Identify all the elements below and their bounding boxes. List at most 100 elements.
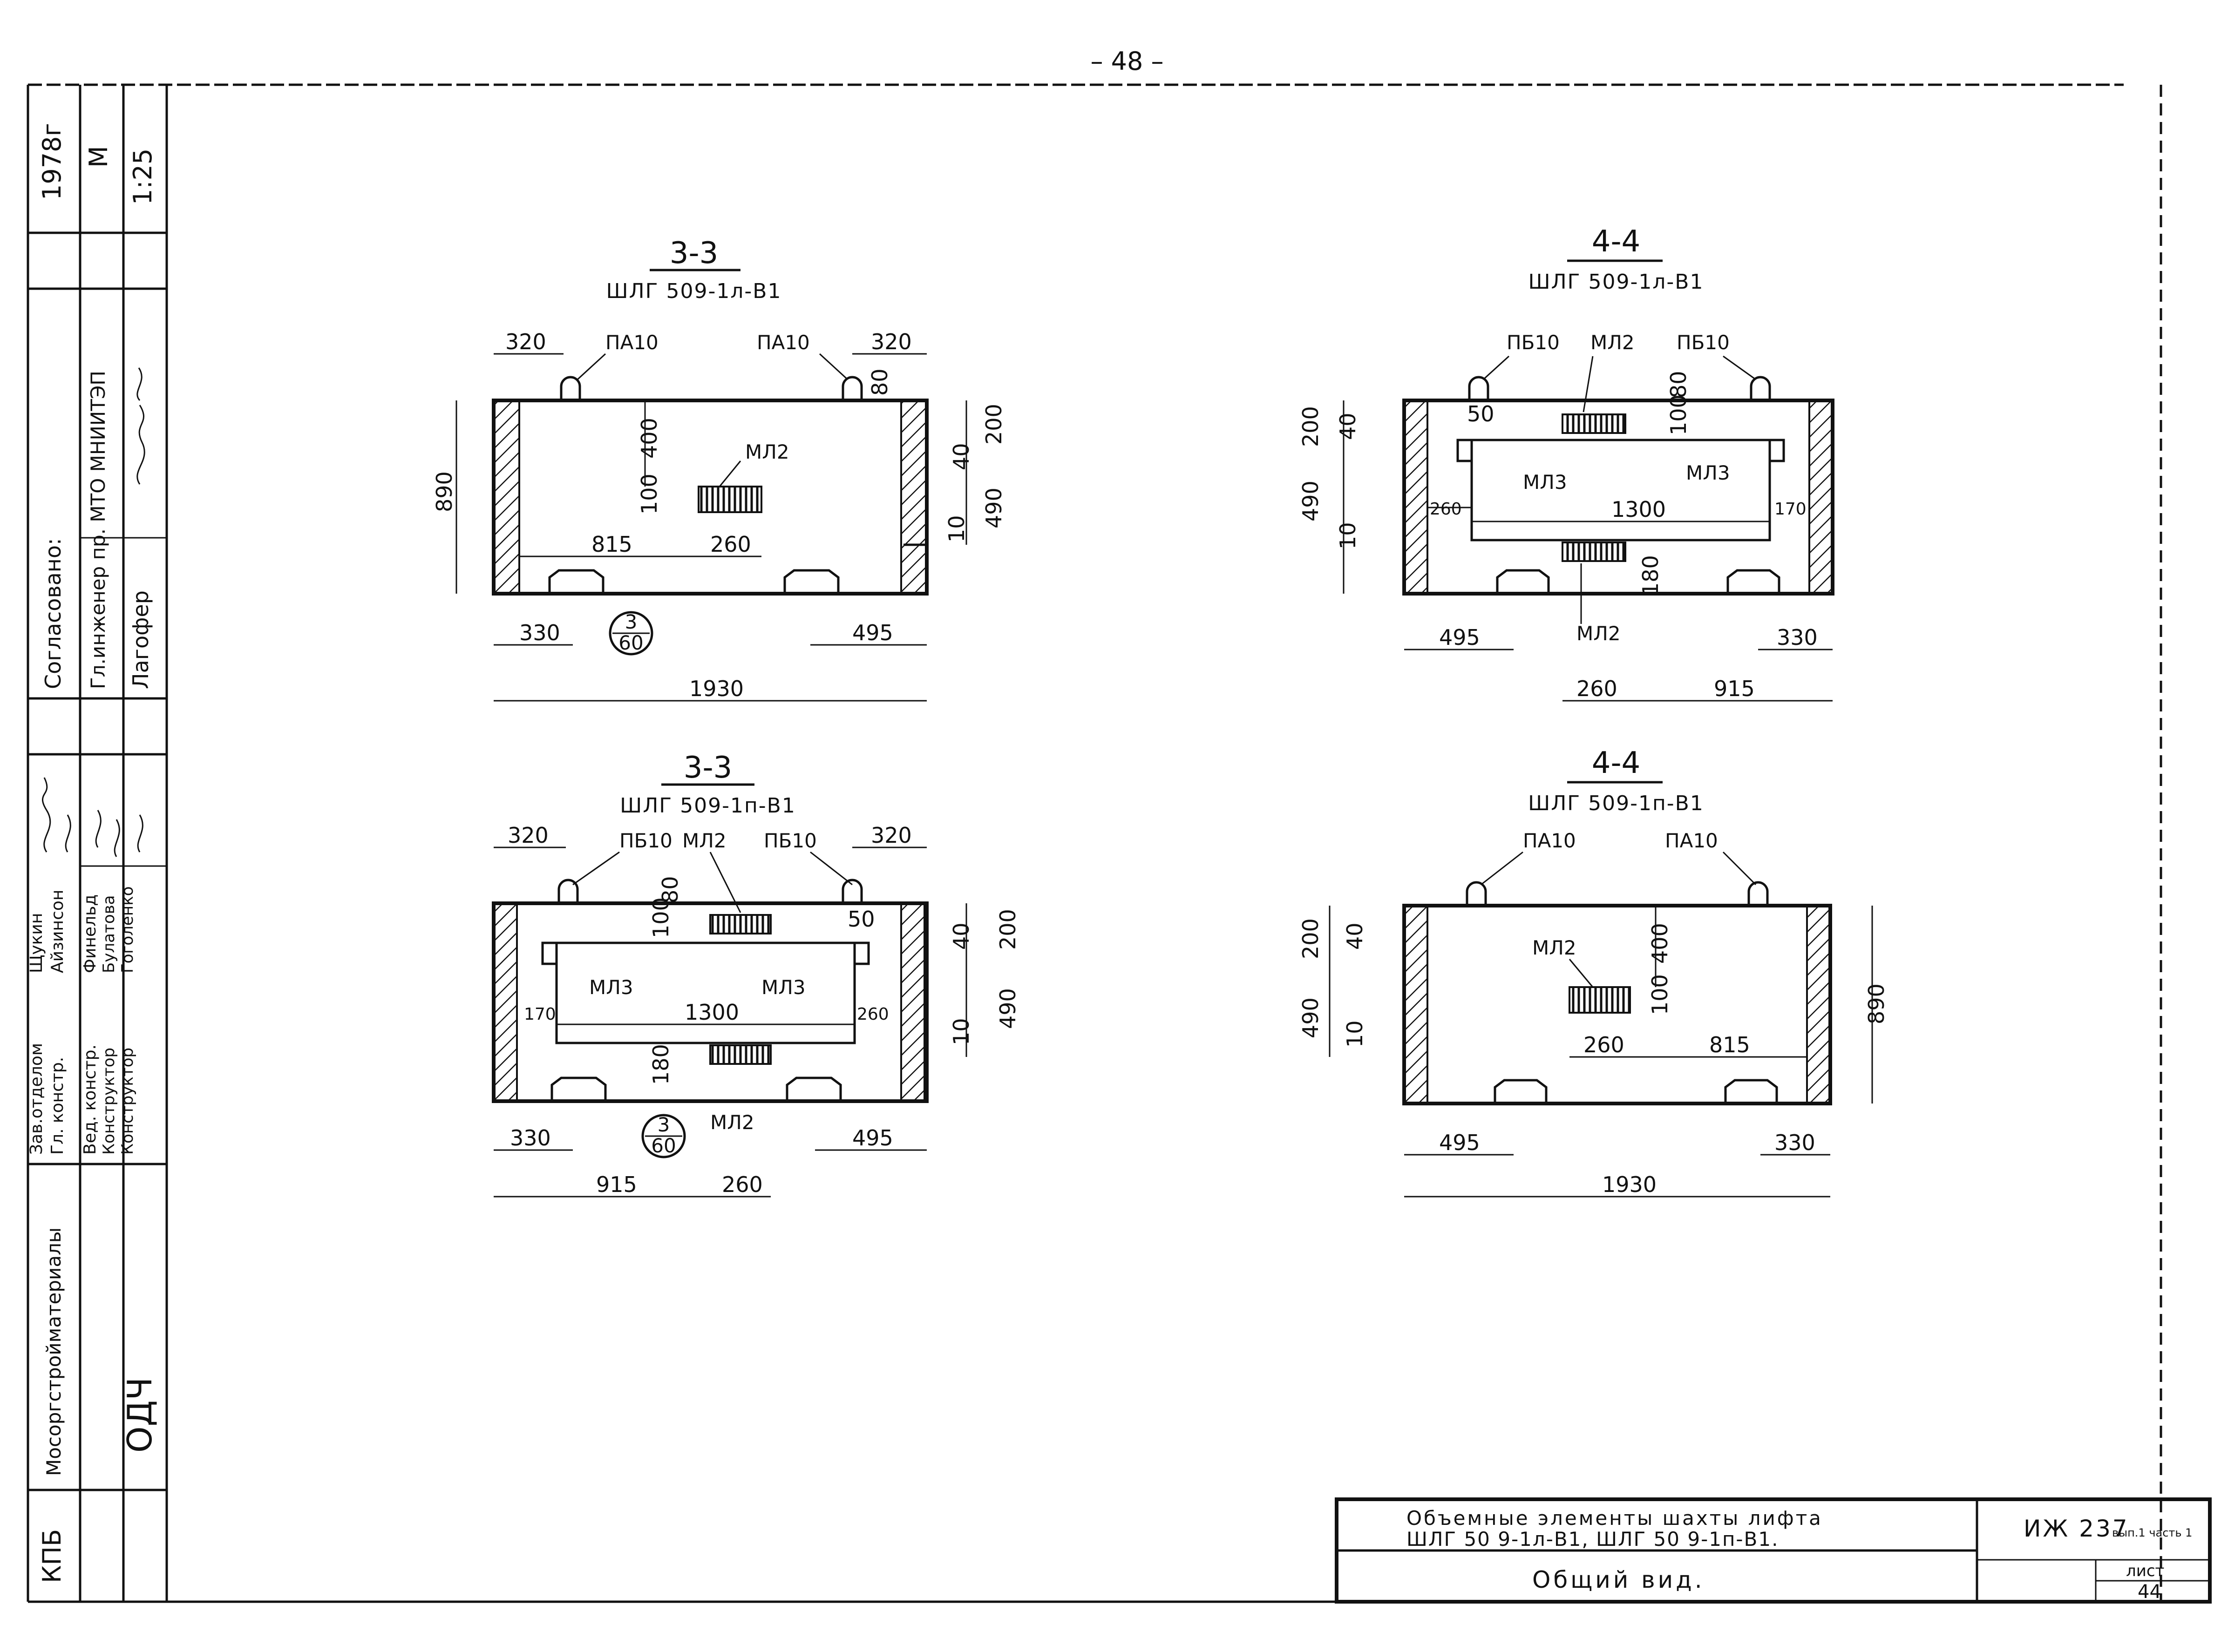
lifting-loop-left [1466,881,1487,906]
dim: 330 [510,1125,551,1151]
label-plate: МЛ2 [1532,936,1576,959]
dim: 495 [1439,1130,1480,1155]
stamp-staff-name-4: Булатова [100,895,118,974]
stamp-agreed-role: Гл.инженер пр. МТО МНИИТЭП [87,371,109,689]
title-block: Объемные элементы шахты лифта ШЛГ 50 9-1… [1335,1497,2212,1604]
dim: 40 [1342,922,1367,950]
element-mark: ШЛГ 509-1л-В1 [1528,270,1704,294]
dim: 490 [981,487,1006,528]
marker-top: 3 [658,1113,670,1136]
stamp-staff-role-4: Конструктор [100,1048,118,1155]
dim: 170 [1774,500,1807,519]
dim: 890 [1864,983,1889,1024]
dim: 890 [432,471,457,512]
dim: 260 [1430,500,1462,519]
dim: 330 [519,620,560,645]
title-subtitle: Общий вид. [1532,1566,1705,1593]
dim: 80 [867,368,892,396]
element-mark: ШЛГ 509-1п-В1 [1528,792,1704,815]
dim: 100 [1647,974,1672,1015]
view-3-3-left-lower: 3-3 ШЛГ 509-1п-В1 ПБ10 МЛ2 ПБ10 МЛ3 МЛ3 … [492,751,1020,1198]
dim: 40 [1335,413,1360,440]
label-loop: ПБ10 [1677,331,1730,354]
dim: 50 [1467,401,1494,427]
stamp-agreed-name: Лагофер [128,590,153,689]
dim: 260 [857,1005,889,1024]
dim: 490 [995,988,1020,1029]
view-4-4-right-lower: 4-4 ШЛГ 509-1п-В1 ПА10 ПА10 МЛ2 200 40 4… [1298,746,1889,1198]
dim: 170 [524,1005,556,1024]
dim: 490 [1298,481,1323,521]
marker-top: 3 [625,610,638,633]
label-ml3: МЛ3 [589,976,633,999]
dim: 80 [1666,371,1691,398]
view-3-3-left: 3-3 ШЛГ 509-1л-В1 ПА10 ПА10 МЛ2 320 320 … [432,236,1006,702]
page-number: – 48 – [1090,47,1163,76]
plate-ml2 [709,914,772,934]
dim: 1930 [689,676,744,701]
doc-code-note: вып.1 часть 1 [2112,1526,2192,1539]
element-mark: ШЛГ 509-1л-В1 [606,279,782,303]
section-marker [641,1114,686,1158]
dim: 320 [505,329,546,354]
lifting-loop-right [1750,376,1771,400]
dim: 1930 [1602,1172,1657,1197]
lifting-loop-right [1747,881,1769,906]
doc-code: ИЖ 237 [2024,1515,2129,1542]
view-4-4-right: 4-4 ШЛГ 509-1л-В1 ПБ10 МЛ2 ПБ10 МЛ3 МЛ3 … [1298,224,1834,702]
dim: 10 [1342,1020,1367,1048]
dim: 100 [1666,394,1691,435]
stamp-staff-name-5: Гоголенко [118,887,137,973]
dim: 40 [949,922,974,950]
stamp-staff-role-5: Конструктор [118,1048,137,1155]
dim: 100 [648,897,673,938]
dim: 915 [1714,676,1755,701]
dim: 915 [596,1172,637,1197]
label-loop: ПА10 [757,331,810,354]
dim: 40 [949,443,974,470]
dim: 490 [1298,997,1323,1038]
dim: 1300 [1611,497,1666,522]
lifting-loop-right [842,879,863,903]
lifting-loop-left [560,376,581,400]
dim: 495 [852,1125,893,1151]
section-marker [609,611,653,656]
dim: 330 [1774,1130,1815,1155]
plate-ml2 [698,486,762,513]
label-loop: ПА10 [605,331,659,354]
label-loop: ПБ10 [619,829,672,852]
dim: 260 [710,532,751,557]
stamp-staff-role-1: Зав.отделом [27,1043,46,1155]
dim: 320 [508,823,549,848]
label-loop: ПБ10 [1507,331,1560,354]
lifting-loop-right [842,376,863,400]
title-line-1: Объемные элементы шахты лифта [1406,1507,1823,1530]
label-loop: ПА10 [1523,829,1576,852]
dim: 260 [1583,1032,1624,1057]
dim: 400 [637,418,662,459]
dim: 200 [1298,918,1323,959]
plate-ml2 [1569,986,1631,1014]
label-plate-bottom: МЛ2 [710,1111,754,1134]
dim: 200 [981,404,1006,445]
stamp-org-name: Мосоргстройматериалы [42,1227,65,1476]
plate-ml2-bottom [1562,542,1626,562]
dim: 260 [722,1172,763,1197]
dim: 330 [1777,625,1818,650]
sheet-label: лист [2126,1562,2164,1580]
dim: 495 [852,620,893,645]
section-title: 3-3 [684,751,733,785]
dim: 50 [848,907,875,932]
stamp-staff-name-3: Финельд [81,894,100,973]
dim: 200 [995,909,1020,950]
dim: 320 [871,823,912,848]
dim: 260 [1576,676,1617,701]
label-plate-bottom: МЛ2 [1576,622,1621,645]
dim: 815 [591,532,632,557]
stamp-year: 1978г [37,123,67,200]
dim: 200 [1298,406,1323,447]
element-mark: ШЛГ 509-1п-В1 [620,794,796,818]
stamp-dept: ОДЧ [120,1377,159,1453]
dim: 80 [658,876,683,903]
plate-ml2-bottom [709,1044,772,1065]
